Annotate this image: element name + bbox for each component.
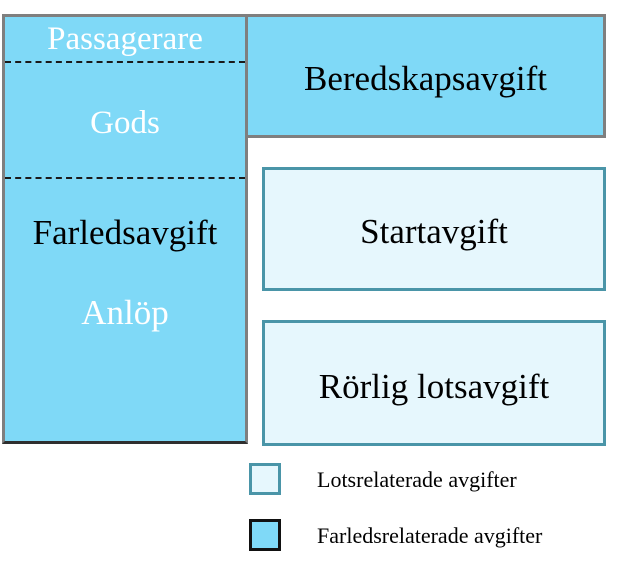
fairway-fee-block: Passagerare Gods Farledsavgift Anlöp [2,14,248,444]
readiness-fee-box: Beredskapsavgift [248,14,606,138]
pilot-legend-label: Lotsrelaterade avgifter [317,467,517,492]
fairway-legend-label: Farledsrelaterade avgifter [317,523,543,548]
port-call-label: Anlöp [81,293,169,332]
variable-pilot-fee-box: Rörlig lotsavgift [262,320,606,446]
variable-pilot-fee-label: Rörlig lotsavgift [318,367,550,406]
readiness-fee-label: Beredskapsavgift [304,59,547,98]
fairway-fee-label: Farledsavgift [32,213,218,252]
passengers-divider [5,61,245,63]
fairway-legend-swatch [249,519,281,551]
goods-divider [5,177,245,179]
start-fee-box: Startavgift [262,167,606,291]
start-fee-label: Startavgift [360,212,508,251]
goods-label: Gods [90,105,160,141]
pilot-legend-swatch [249,463,281,495]
passengers-label: Passagerare [47,21,203,57]
